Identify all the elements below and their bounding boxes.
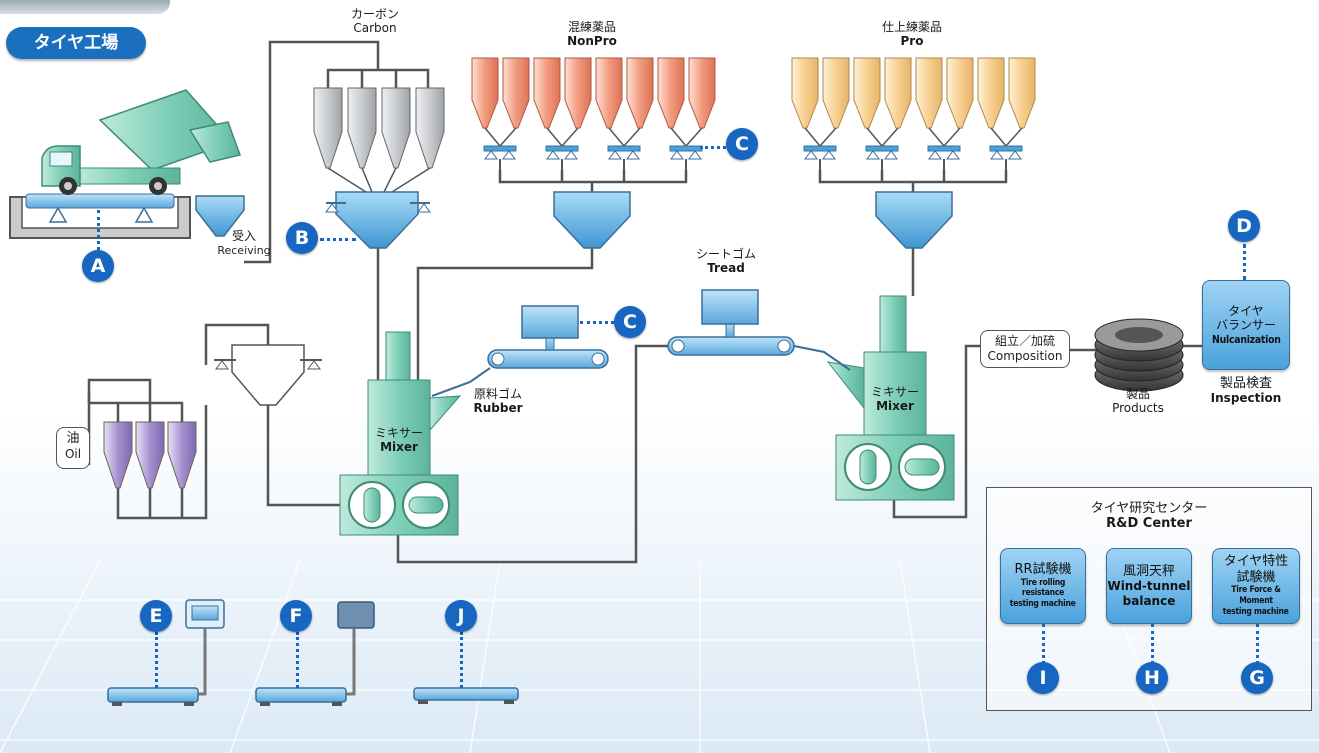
connector-c2 xyxy=(580,321,614,324)
weigh-bar xyxy=(669,145,703,152)
connector-f xyxy=(296,632,299,688)
silo xyxy=(564,57,592,129)
marker-a[interactable]: A xyxy=(82,250,114,282)
nonpro-weigh-hopper xyxy=(553,191,631,249)
weigh-bar xyxy=(607,145,641,152)
silo xyxy=(533,57,561,129)
silo xyxy=(915,57,943,129)
silo xyxy=(595,57,623,129)
force-moment-testing-machine: タイヤ特性 試験機 Tire Force & Moment testing ma… xyxy=(1212,548,1300,624)
marker-b[interactable]: B xyxy=(286,222,318,254)
weigh-bar xyxy=(545,145,579,152)
rr-testing-machine: RR試験機 Tire rolling resistance testing ma… xyxy=(1000,548,1086,624)
marker-c-rubber[interactable]: C xyxy=(614,306,646,338)
mixer-1 xyxy=(339,331,462,536)
page-title: タイヤ工場 xyxy=(6,27,146,59)
oil-weigh-hopper xyxy=(214,344,322,406)
silo xyxy=(884,57,912,129)
marker-e[interactable]: E xyxy=(140,600,172,632)
marker-f[interactable]: F xyxy=(280,600,312,632)
marker-c-nonpro[interactable]: C xyxy=(726,128,758,160)
silo xyxy=(471,57,499,129)
rubber-conveyor xyxy=(431,305,609,397)
marker-d[interactable]: D xyxy=(1228,210,1260,242)
truck-scale xyxy=(9,193,191,239)
marker-i[interactable]: I xyxy=(1027,662,1059,694)
weigh-bar xyxy=(927,145,961,152)
silo xyxy=(502,57,530,129)
connector-i xyxy=(1042,624,1045,664)
oil-silos xyxy=(103,421,197,489)
connector-e xyxy=(155,632,158,688)
silo xyxy=(977,57,1005,129)
pipes xyxy=(87,40,1008,564)
bench-scale-j xyxy=(413,687,519,704)
connector-a xyxy=(97,210,100,250)
tire-balancer: タイヤ バランサー Nulcanization xyxy=(1202,280,1290,370)
connector-b xyxy=(320,238,356,241)
weigh-bar xyxy=(483,145,517,152)
dump-truck-icon xyxy=(41,89,241,195)
tire-stack-icon xyxy=(1094,318,1184,392)
marker-j[interactable]: J xyxy=(445,600,477,632)
silo xyxy=(791,57,819,129)
silo xyxy=(853,57,881,129)
receiving-hopper xyxy=(195,195,245,237)
silo xyxy=(1008,57,1036,129)
tread-conveyor xyxy=(667,289,851,371)
pro-silos xyxy=(791,57,1036,170)
connector-h xyxy=(1151,624,1154,664)
marker-g[interactable]: G xyxy=(1241,662,1273,694)
connector-j xyxy=(460,632,463,688)
bench-scale-f xyxy=(255,601,375,706)
header-strip xyxy=(0,0,170,14)
connector-g xyxy=(1256,624,1259,664)
bench-scale-e xyxy=(107,599,225,706)
silo xyxy=(946,57,974,129)
carbon-weigh-hopper xyxy=(325,191,431,249)
marker-h[interactable]: H xyxy=(1136,662,1168,694)
silo xyxy=(657,57,685,129)
weigh-bar xyxy=(865,145,899,152)
weigh-bar xyxy=(803,145,837,152)
connector-d xyxy=(1243,244,1246,280)
mixer-2 xyxy=(826,295,955,501)
pro-weigh-hopper xyxy=(875,191,953,249)
weigh-bar xyxy=(989,145,1023,152)
carbon-silos xyxy=(313,87,445,193)
connector-c1 xyxy=(700,146,726,149)
silo xyxy=(822,57,850,129)
wind-tunnel-balance: 風洞天秤 Wind-tunnel balance xyxy=(1106,548,1192,624)
nonpro-silos xyxy=(471,57,716,170)
silo xyxy=(626,57,654,129)
silo xyxy=(688,57,716,129)
